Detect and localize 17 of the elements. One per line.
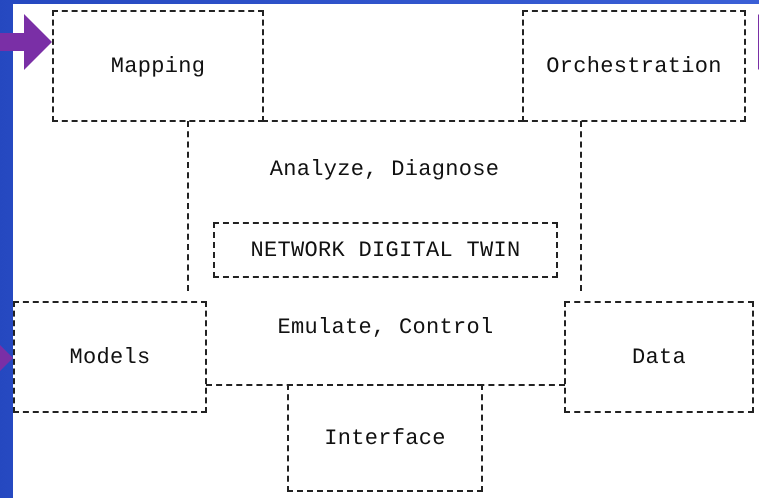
node-label: Interface (324, 426, 446, 450)
node-label: Analyze, Diagnose (270, 157, 500, 182)
node-label: NETWORK DIGITAL TWIN (250, 238, 521, 262)
block-arrow (758, 14, 759, 70)
node-label: Data (632, 344, 686, 370)
node-label: Models (69, 344, 150, 370)
node-label: Emulate, Control (277, 315, 494, 340)
dashed-box (287, 384, 483, 492)
dashed-box (52, 10, 264, 122)
node-label: Orchestration (546, 54, 722, 78)
dashed-box (564, 301, 754, 413)
node-label: Mapping (110, 54, 206, 78)
dashed-box (522, 10, 746, 122)
dashed-band (187, 121, 582, 291)
block-arrow (0, 14, 52, 70)
dashed-box (213, 222, 558, 278)
dashed-box (13, 301, 207, 413)
